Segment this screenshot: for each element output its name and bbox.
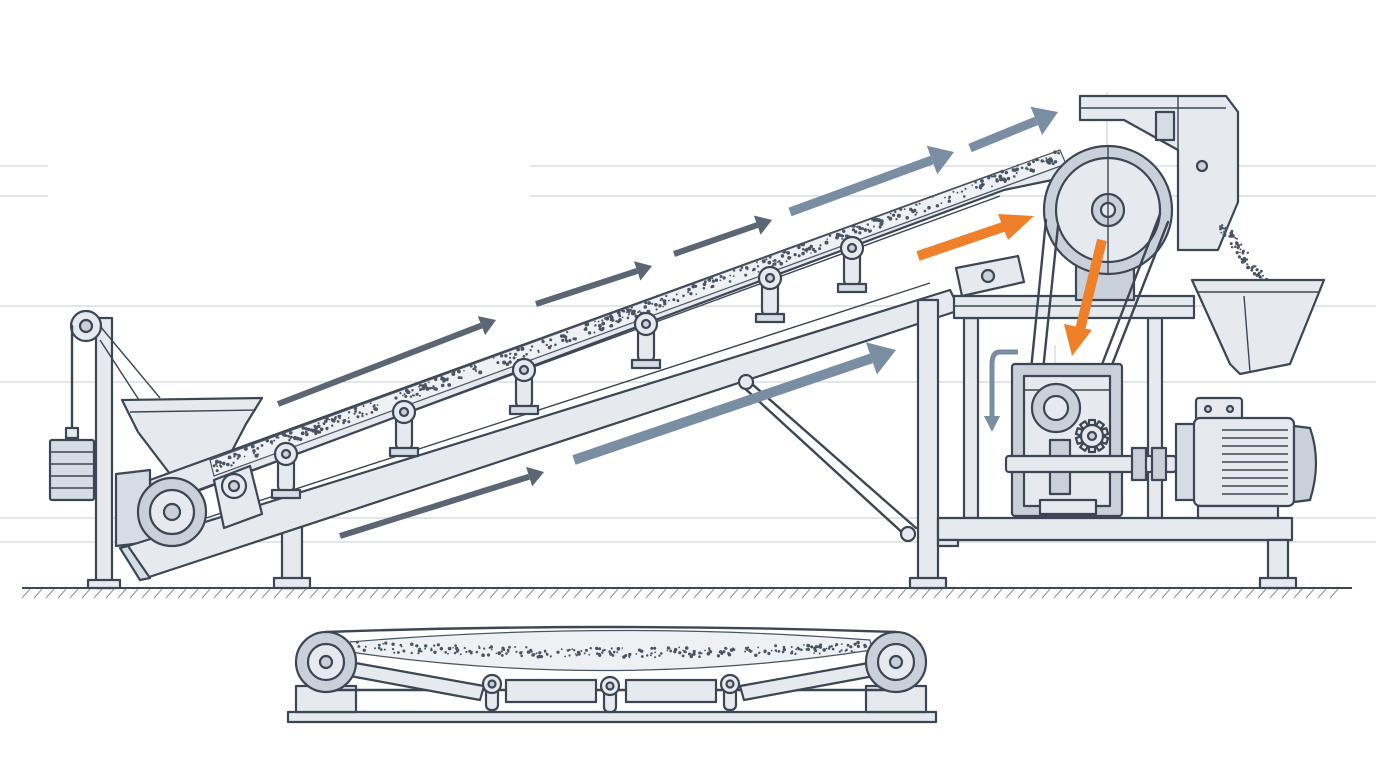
tail-pulley-icon <box>136 464 264 548</box>
return-arrow <box>984 349 1018 432</box>
idler-roller-icon <box>270 441 302 500</box>
material-flow-arrow-icon <box>572 342 896 465</box>
idler-roller-icon <box>388 399 420 458</box>
bearing-block <box>954 254 1026 298</box>
material-flow-arrow-icon <box>276 316 496 407</box>
drive-power-arrow-icon <box>1064 238 1107 356</box>
idler-roller-icon <box>719 673 741 712</box>
tail-pulley-icon <box>294 630 358 694</box>
material-flow-arrows <box>276 106 1058 539</box>
counterweight-icon <box>48 426 96 502</box>
discharge-chute-icon <box>1078 94 1240 252</box>
idler-rollers <box>270 235 868 500</box>
flat-conveyor-detail <box>286 625 938 724</box>
idler-roller-icon <box>599 675 621 714</box>
truss-brace <box>737 373 918 543</box>
gear-icon <box>1074 418 1110 454</box>
material-flow-arrow-icon <box>673 215 772 257</box>
idler-roller-icon <box>754 265 786 324</box>
idler-roller-icon <box>836 235 868 294</box>
idler-roller-icon <box>481 673 503 712</box>
receiving-hopper-icon <box>1190 278 1326 376</box>
electric-motor-icon <box>1174 396 1318 520</box>
idler-roller-icon <box>630 311 662 370</box>
material-flow-arrow-icon <box>968 106 1058 153</box>
rear-support-legs <box>272 518 312 590</box>
drive-power-arrows <box>916 214 1107 432</box>
drive-belt <box>1028 212 1170 382</box>
ground-line <box>21 587 1352 599</box>
material-flow-arrow-icon <box>535 261 652 307</box>
material-flow-arrow-icon <box>339 466 544 539</box>
head-pulley-icon <box>1042 144 1174 302</box>
falling-material <box>1219 224 1269 288</box>
gearbox-icon <box>1010 362 1124 518</box>
idler-roller-icon <box>508 357 540 416</box>
drive-power-arrow-icon <box>916 214 1034 261</box>
material-flow-arrow-icon <box>788 145 954 217</box>
drive-support-frame <box>908 294 1298 590</box>
head-pulley-icon <box>864 630 928 694</box>
